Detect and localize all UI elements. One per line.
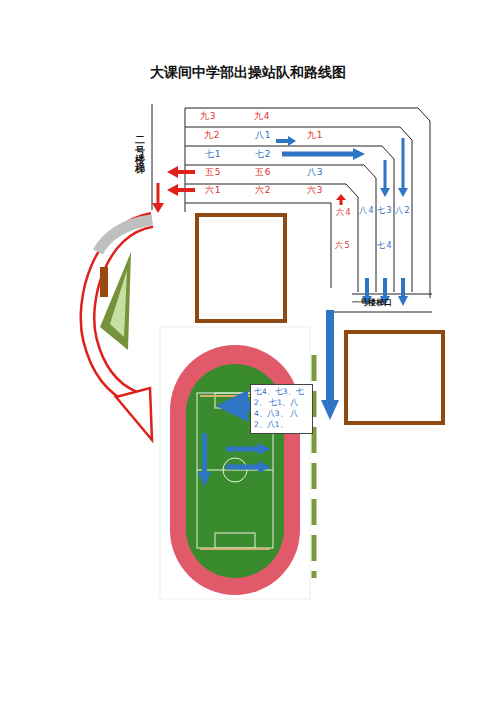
sports-field — [160, 327, 310, 599]
class-label: 六3 — [307, 186, 324, 196]
class-label: 七4 — [377, 242, 392, 251]
route-arrow — [321, 310, 339, 420]
green-triangle-inner — [110, 270, 127, 337]
class-label: 七3 — [377, 207, 392, 216]
red-arrows — [152, 166, 346, 213]
class-label: 五5 — [205, 168, 222, 178]
class-label: 八4 — [359, 207, 374, 216]
grid-border — [185, 108, 186, 212]
diagram-title: 大课间中学部出操站队和路线图 — [150, 65, 346, 80]
stair-label: 一号楼梯口 — [352, 299, 392, 308]
running-track — [170, 345, 300, 595]
class-label: 七1 — [205, 150, 222, 160]
corridor-line — [185, 127, 412, 292]
corridor-line — [185, 146, 394, 292]
arrow-head — [116, 388, 152, 440]
route-arrow — [276, 136, 296, 146]
stair-exit-line — [352, 294, 432, 295]
class-label: 九1 — [307, 131, 324, 141]
wall-line — [152, 104, 153, 210]
green-triangle — [100, 252, 131, 350]
curved-route-arrow — [88, 220, 152, 440]
route-arrow — [152, 183, 164, 213]
class-label: 九2 — [204, 131, 221, 141]
route-arrow — [167, 166, 195, 178]
arrow-band-shade — [98, 220, 152, 252]
route-arrow — [226, 443, 271, 455]
class-label: 九4 — [254, 112, 271, 122]
class-label: 八1 — [255, 131, 272, 141]
penalty-box — [215, 533, 255, 548]
callout-text: 七4、七3、七2、 七1、八4、八3、 八2、八1、 — [254, 387, 309, 431]
route-arrow — [398, 278, 408, 306]
class-label: 八2 — [395, 207, 410, 216]
stair-exit-line — [330, 312, 432, 313]
stair-label: 二号楼梯 — [135, 128, 146, 164]
route-arrow — [167, 184, 195, 196]
field-line — [200, 548, 270, 550]
route-arrow — [198, 433, 211, 487]
corridor-line — [185, 108, 430, 298]
class-label: 七2 — [255, 150, 272, 160]
class-label: 九3 — [200, 112, 217, 122]
class-label: 六4 — [336, 209, 351, 218]
class-label: 八3 — [307, 168, 324, 178]
photo-frame — [160, 327, 310, 599]
class-label: 五6 — [255, 168, 272, 178]
building-box — [346, 332, 443, 423]
brown-post — [100, 267, 108, 297]
grid-lines — [152, 104, 432, 312]
route-arrow — [282, 148, 365, 160]
route-arrow — [380, 160, 390, 197]
class-label: 六5 — [335, 242, 350, 251]
route-arrow — [336, 194, 346, 205]
arrow-band-fill — [88, 220, 152, 398]
callout-box: 七4、七3、七2、 七1、八4、八3、 八2、八1、 — [250, 384, 313, 434]
arrow-band-outline — [88, 220, 152, 398]
class-label: 六2 — [255, 186, 272, 196]
route-arrow — [398, 138, 408, 197]
building-box — [197, 215, 285, 321]
corridor-line — [185, 184, 358, 292]
route-arrow — [226, 461, 271, 473]
corridor-line — [185, 165, 376, 292]
center-circle — [223, 458, 247, 482]
class-label: 六1 — [205, 186, 222, 196]
